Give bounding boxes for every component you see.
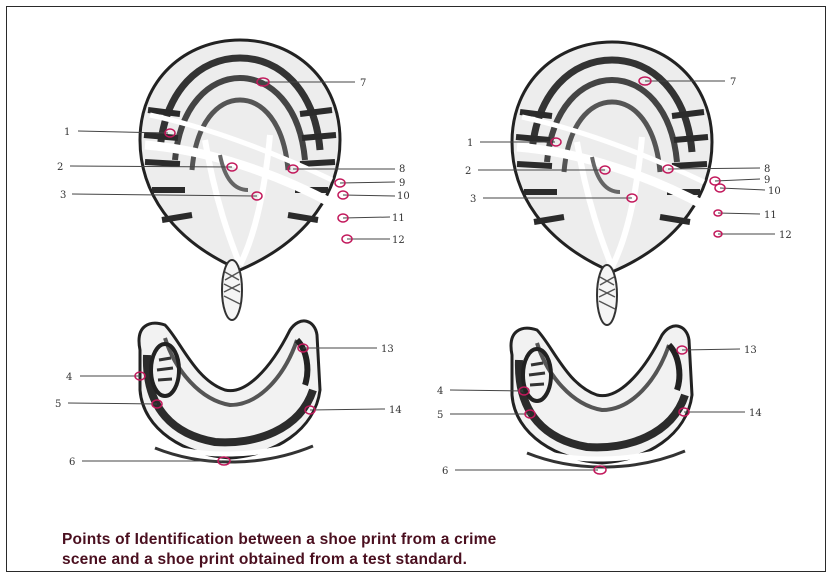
left-label-10: 10 — [397, 191, 410, 202]
right-label-13: 13 — [744, 345, 757, 356]
left-forefoot-tread — [140, 40, 340, 270]
right-label-12: 12 — [779, 230, 792, 241]
left-label-1: 1 — [64, 127, 70, 138]
left-heel-tread — [139, 321, 320, 462]
test-standard-shoe-print: 1 2 3 4 5 6 7 8 9 10 11 12 13 14 — [437, 42, 792, 477]
left-label-4: 4 — [66, 372, 72, 383]
left-label-6: 6 — [69, 457, 75, 468]
left-label-7: 7 — [360, 78, 366, 89]
left-arch-mark — [222, 260, 242, 320]
right-label-10: 10 — [768, 186, 781, 197]
left-label-13: 13 — [381, 344, 394, 355]
right-label-6: 6 — [442, 466, 448, 477]
right-label-5: 5 — [437, 410, 443, 421]
left-label-14: 14 — [389, 405, 402, 416]
right-label-4: 4 — [437, 386, 443, 397]
right-label-1: 1 — [467, 138, 473, 149]
left-label-8: 8 — [399, 164, 405, 175]
left-label-11: 11 — [392, 213, 405, 224]
left-label-9: 9 — [399, 178, 405, 189]
right-label-7: 7 — [730, 77, 736, 88]
right-label-3: 3 — [470, 194, 476, 205]
left-label-3: 3 — [60, 190, 66, 201]
caption-line-1: Points of Identification between a shoe … — [62, 530, 782, 550]
left-label-12: 12 — [392, 235, 405, 246]
figure-caption: Points of Identification between a shoe … — [62, 530, 782, 570]
right-label-9: 9 — [764, 175, 770, 186]
crime-scene-shoe-print: 1 2 3 4 5 6 7 8 9 10 11 12 13 14 — [55, 40, 410, 468]
left-label-5: 5 — [55, 399, 61, 410]
right-label-11: 11 — [764, 210, 777, 221]
right-label-2: 2 — [465, 166, 471, 177]
right-heel-tread — [511, 326, 692, 467]
caption-line-2: scene and a shoe print obtained from a t… — [62, 550, 782, 570]
left-label-2: 2 — [57, 162, 63, 173]
right-forefoot-tread — [512, 42, 712, 272]
right-arch-mark — [597, 265, 617, 325]
right-label-14: 14 — [749, 408, 762, 419]
right-label-8: 8 — [764, 164, 770, 175]
